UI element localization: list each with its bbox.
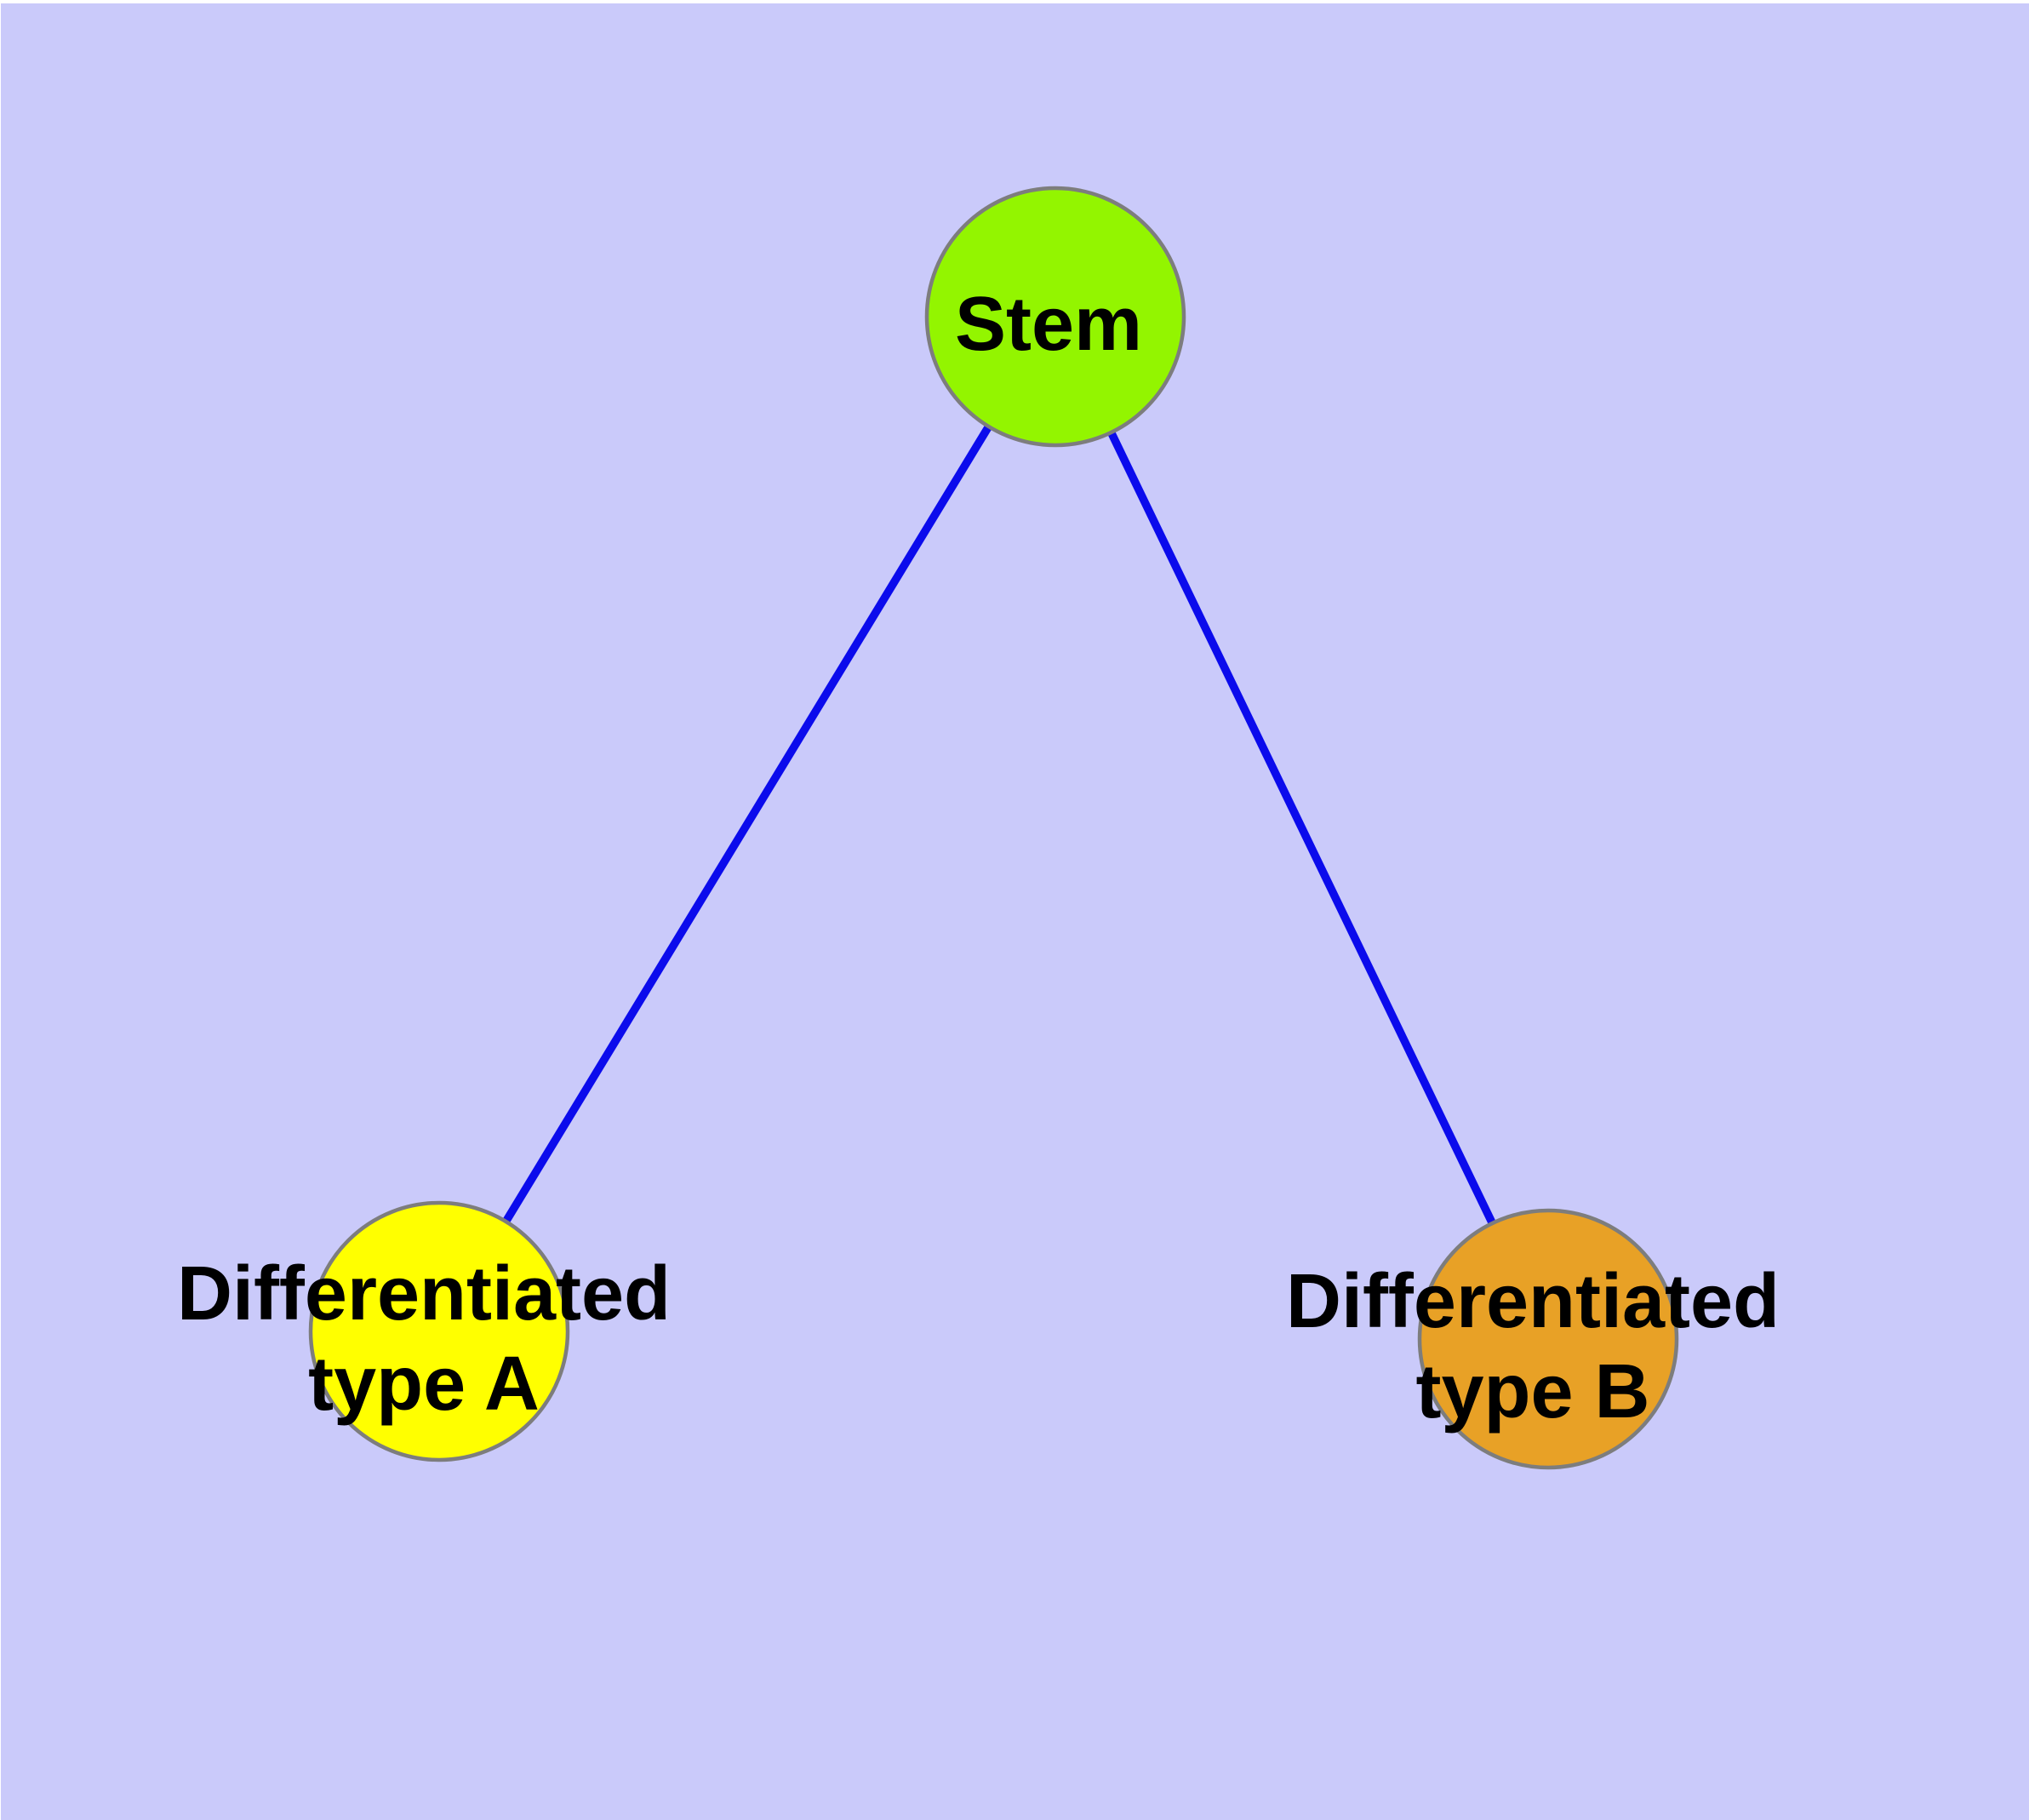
edge-stem-to-differentiated-type-b [1051,314,1552,1342]
node-label-line: Differentiated [1286,1259,1780,1344]
node-label-stem: Stem [955,282,1142,367]
node-circle-differentiated-type-b [1417,1208,1679,1470]
node-stem: Stem [924,186,1186,448]
node-label-line: type B [1415,1349,1649,1434]
edge-stem-to-differentiated-type-a [435,314,1060,1334]
node-label-line: type A [308,1342,540,1427]
node-label-line: Differentiated [177,1251,671,1336]
node-circle-stem [924,186,1186,448]
node-label-line: Stem [955,282,1142,367]
edges-layer [435,314,1552,1342]
node-circle-differentiated-type-a [308,1200,570,1462]
